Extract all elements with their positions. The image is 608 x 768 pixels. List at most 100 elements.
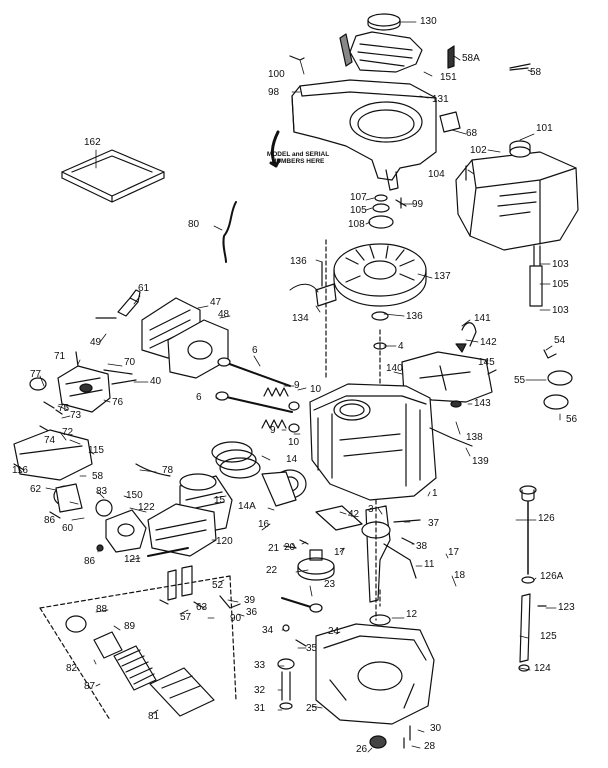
part-label-87[interactable]: 87 [84,681,96,692]
part-label-60[interactable]: 60 [62,523,74,534]
part-label-150[interactable]: 150 [126,490,143,501]
part-label-70[interactable]: 70 [124,357,136,368]
part-label-24[interactable]: 24 [328,626,340,637]
part-label-21[interactable]: 21 [268,543,280,554]
part-label-136[interactable]: 136 [406,311,423,322]
part-label-151[interactable]: 151 [440,72,457,83]
part-label-47[interactable]: 47 [210,297,222,308]
part-label-33[interactable]: 33 [254,660,266,671]
part-label-86[interactable]: 86 [84,556,96,567]
part-label-82[interactable]: 82 [66,663,78,674]
part-label-120[interactable]: 120 [216,536,233,547]
part-label-23[interactable]: 23 [324,579,336,590]
part-label-38[interactable]: 38 [416,541,428,552]
part-label-145[interactable]: 145 [478,357,495,368]
part-label-74[interactable]: 74 [44,435,56,446]
part-label-18[interactable]: 18 [454,570,466,581]
part-label-14[interactable]: 14 [286,454,298,465]
part-label-140[interactable]: 140 [386,363,403,374]
part-label-22[interactable]: 22 [266,565,278,576]
part-label-77[interactable]: 77 [30,369,42,380]
part-label-137[interactable]: 137 [434,271,451,282]
part-label-14a[interactable]: 14A [238,501,256,512]
part-label-90[interactable]: 90 [230,613,242,624]
part-label-11[interactable]: 11 [424,559,435,570]
part-label-28[interactable]: 28 [424,741,436,752]
part-label-134[interactable]: 134 [292,313,309,324]
part-label-139[interactable]: 139 [472,456,489,467]
part-label-58[interactable]: 58 [530,67,542,78]
part-label-125[interactable]: 125 [540,631,557,642]
part-label-81[interactable]: 81 [148,711,160,722]
part-label-162[interactable]: 162 [84,137,101,148]
part-label-105[interactable]: 105 [552,279,569,290]
part-label-116[interactable]: 116 [12,465,28,476]
part-label-4[interactable]: 4 [398,341,404,352]
part-label-99[interactable]: 99 [412,199,424,210]
part-label-36[interactable]: 36 [246,607,258,618]
part-label-73[interactable]: 73 [70,410,82,421]
part-label-40[interactable]: 40 [150,376,162,387]
part-label-1[interactable]: 1 [432,488,438,499]
part-label-115[interactable]: 115 [88,445,104,456]
part-label-100[interactable]: 100 [268,69,285,80]
part-label-20[interactable]: 20 [284,542,296,553]
part-label-121[interactable]: 121 [124,554,141,565]
part-label-35[interactable]: 35 [306,643,318,654]
part-label-63[interactable]: 63 [196,602,208,613]
part-label-88[interactable]: 88 [96,604,108,615]
part-label-126a[interactable]: 126A [540,571,564,582]
part-label-108[interactable]: 108 [348,219,365,230]
part-label-26[interactable]: 26 [356,744,368,755]
part-label-122[interactable]: 122 [138,502,155,513]
part-label-105[interactable]: 105 [350,205,367,216]
part-label-6[interactable]: 6 [196,392,202,403]
part-label-34[interactable]: 34 [262,625,274,636]
part-label-31[interactable]: 31 [254,703,266,714]
part-label-107[interactable]: 107 [350,192,367,203]
part-label-54[interactable]: 54 [554,335,566,346]
part-label-9[interactable]: 9 [270,425,276,436]
part-label-76[interactable]: 76 [112,397,124,408]
part-label-15[interactable]: 15 [214,495,226,506]
part-label-10[interactable]: 10 [288,437,300,448]
part-label-130[interactable]: 130 [420,16,437,27]
part-label-30[interactable]: 30 [430,723,442,734]
part-label-42[interactable]: 42 [348,509,360,520]
part-label-49[interactable]: 49 [90,337,102,348]
part-label-12[interactable]: 12 [406,609,418,620]
part-label-72[interactable]: 72 [62,427,74,438]
part-label-124[interactable]: 124 [534,663,551,674]
part-label-86[interactable]: 86 [44,515,56,526]
part-label-56[interactable]: 56 [566,414,578,425]
part-label-25[interactable]: 25 [306,703,318,714]
part-label-83[interactable]: 83 [96,486,108,497]
part-label-9[interactable]: 9 [294,380,300,391]
part-label-62[interactable]: 62 [30,484,42,495]
part-label-52[interactable]: 52 [212,580,224,591]
part-label-142[interactable]: 142 [480,337,497,348]
part-label-104[interactable]: 104 [428,169,445,180]
part-label-58a[interactable]: 58A [462,53,480,64]
part-label-126[interactable]: 126 [538,513,555,524]
part-label-10[interactable]: 10 [310,384,322,395]
part-label-3[interactable]: 3 [368,504,374,515]
part-label-37[interactable]: 37 [428,518,440,529]
part-label-75[interactable]: 75 [58,403,70,414]
part-label-61[interactable]: 61 [138,283,150,294]
part-label-17[interactable]: 17 [448,547,460,558]
part-label-57[interactable]: 57 [180,612,192,623]
part-label-78[interactable]: 78 [162,465,174,476]
part-label-39[interactable]: 39 [244,595,256,606]
part-label-103[interactable]: 103 [552,259,569,270]
part-label-55[interactable]: 55 [514,375,526,386]
part-label-136[interactable]: 136 [290,256,307,267]
part-label-71[interactable]: 71 [54,351,66,362]
part-label-80[interactable]: 80 [188,219,200,230]
part-label-103[interactable]: 103 [552,305,569,316]
part-label-123[interactable]: 123 [558,602,575,613]
part-label-143[interactable]: 143 [474,398,491,409]
part-label-141[interactable]: 141 [474,313,491,324]
part-label-48[interactable]: 48 [218,309,230,320]
part-label-89[interactable]: 89 [124,621,136,632]
